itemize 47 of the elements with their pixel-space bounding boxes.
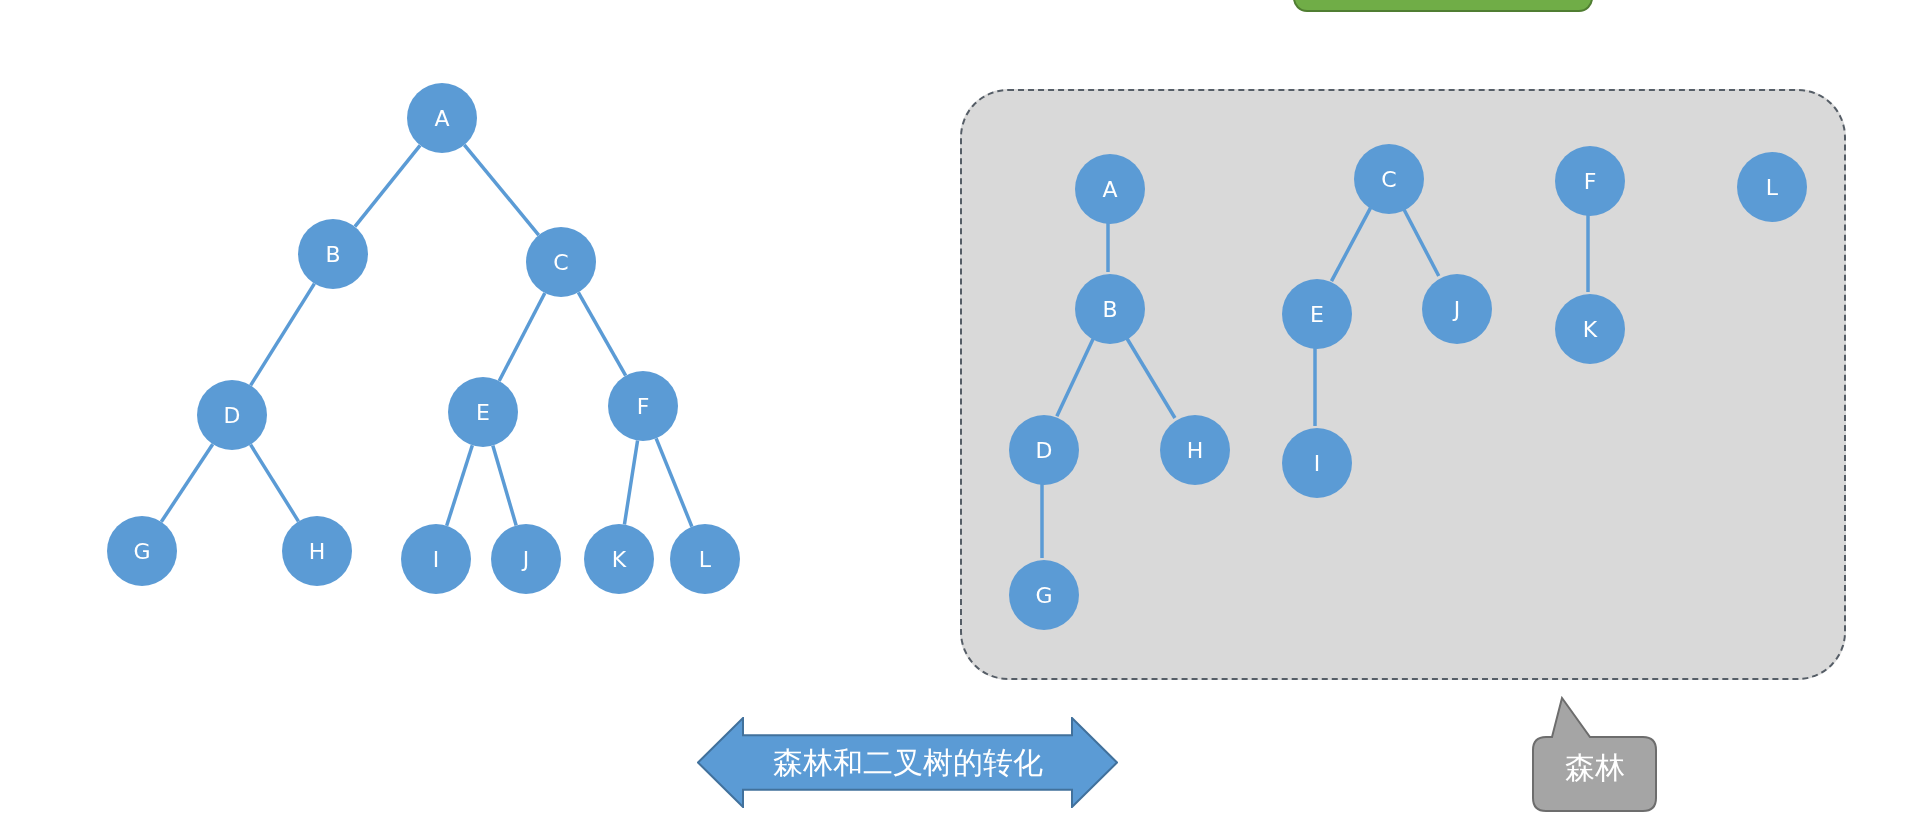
tree-edge <box>1106 222 1110 272</box>
tree-edge <box>1040 483 1044 558</box>
node-label: J <box>1453 295 1461 324</box>
tree-edge <box>654 437 694 528</box>
node-label: G <box>1035 581 1053 610</box>
tree-edge <box>576 291 628 377</box>
tree-edge <box>159 443 215 523</box>
node-label: C <box>1381 165 1397 194</box>
tree-edge <box>249 282 316 387</box>
tree-edge <box>1124 336 1177 419</box>
node-label: B <box>1102 295 1118 324</box>
tree-edge <box>1401 207 1441 277</box>
node-label: F <box>636 392 650 421</box>
tree-edge <box>1313 347 1317 426</box>
tree-edge <box>445 444 474 527</box>
node-label: G <box>133 537 151 566</box>
tree-edge <box>491 445 518 526</box>
node-label: I <box>432 545 440 574</box>
node-label: I <box>1313 449 1321 478</box>
tree-edge <box>1055 337 1095 418</box>
node-label: B <box>325 240 341 269</box>
tree-edge <box>353 144 422 228</box>
forest-region <box>960 89 1846 680</box>
callout-label: 森林 <box>1564 749 1625 787</box>
node-label: H <box>308 537 326 566</box>
node-label: E <box>476 398 490 427</box>
node-label: K <box>611 545 627 574</box>
node-label: A <box>434 104 450 133</box>
node-label: C <box>553 248 569 277</box>
tree-edge <box>1329 207 1373 282</box>
node-label: K <box>1582 315 1598 344</box>
tree-edge <box>249 443 300 523</box>
node-label: F <box>1583 167 1597 196</box>
arrow-label: 森林和二叉树的转化 <box>772 744 1043 782</box>
node-label: A <box>1102 175 1118 204</box>
tree-edge <box>497 292 547 382</box>
tree-edge <box>462 143 541 237</box>
node-label: J <box>522 545 530 574</box>
node-label: H <box>1186 436 1204 465</box>
double-arrow-shape <box>697 717 1118 808</box>
node-label: L <box>698 545 712 574</box>
node-label: D <box>223 401 241 430</box>
tree-edge <box>622 440 640 525</box>
tree-edge <box>1586 214 1590 292</box>
node-label: E <box>1310 300 1324 329</box>
node-label: D <box>1035 436 1053 465</box>
node-label: L <box>1765 173 1779 202</box>
